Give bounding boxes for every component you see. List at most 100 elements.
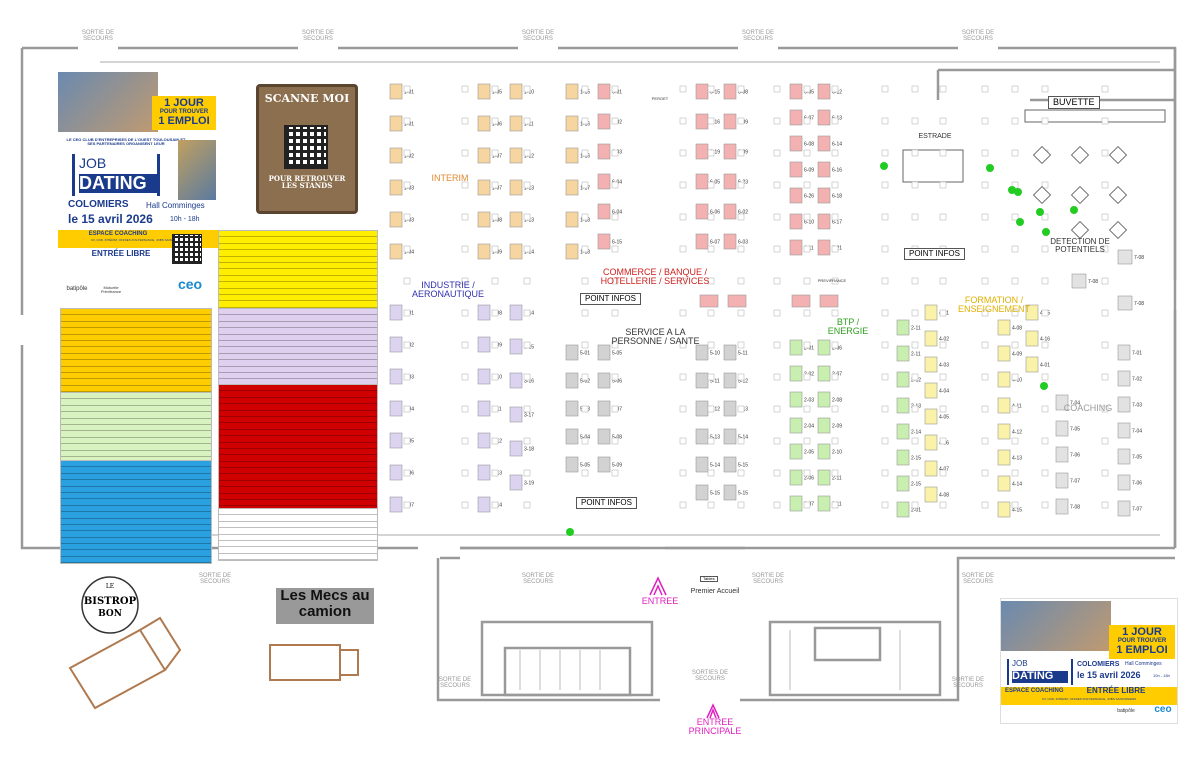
stand-commerce[interactable]: 6-17 [817, 213, 842, 230]
stand-coaching[interactable]: 7-05 [1055, 420, 1080, 437]
stand-box[interactable] [477, 432, 491, 449]
stand-btp[interactable]: 2-06 [789, 469, 814, 486]
stand-box[interactable] [789, 443, 803, 460]
stand-box[interactable] [597, 83, 611, 100]
stand-commerce[interactable]: 6-01 [597, 83, 622, 100]
stand-commerce[interactable] [699, 294, 719, 308]
stand-formation[interactable]: 4-01 [1025, 356, 1050, 373]
stand-box[interactable] [723, 456, 737, 473]
stand-box[interactable] [1117, 448, 1131, 465]
stand-box[interactable] [565, 179, 579, 196]
stand-formation[interactable]: 4-05 [924, 408, 949, 425]
stand-box[interactable] [817, 135, 831, 152]
stand-box[interactable] [723, 233, 737, 250]
stand-box[interactable] [789, 135, 803, 152]
stand-btp[interactable]: 2-06 [817, 339, 842, 356]
stand-industrie[interactable]: 3-18 [509, 440, 534, 457]
stand-industrie[interactable]: 3-16 [509, 372, 534, 389]
stand-service[interactable]: 5-08 [597, 428, 622, 445]
stand-box[interactable] [1025, 304, 1039, 321]
stand-btp[interactable]: 2-02 [789, 365, 814, 382]
stand-box[interactable] [1117, 295, 1133, 311]
stand-box[interactable] [817, 391, 831, 408]
stand-box[interactable] [509, 304, 523, 321]
stand-formation[interactable]: 4-07 [924, 460, 949, 477]
stand-coaching[interactable]: 7-08 [1071, 273, 1098, 289]
stand-box[interactable] [565, 115, 579, 132]
stand-coaching[interactable]: 7-07 [1055, 472, 1080, 489]
stand-box[interactable] [509, 243, 523, 260]
stand-box[interactable] [789, 391, 803, 408]
stand-box[interactable] [924, 356, 938, 373]
stand-interim[interactable]: 1-18 [565, 243, 590, 260]
stand-commerce[interactable]: 6-08 [789, 135, 814, 152]
stand-box[interactable] [695, 428, 709, 445]
stand-box[interactable] [789, 469, 803, 486]
stand-box[interactable] [695, 203, 709, 220]
stand-commerce[interactable]: 6-02 [597, 113, 622, 130]
stand-box[interactable] [565, 456, 579, 473]
stand-box[interactable] [1025, 330, 1039, 347]
stand-box[interactable] [723, 428, 737, 445]
stand-box[interactable] [477, 83, 491, 100]
stand-commerce[interactable]: 6-23 [723, 173, 748, 190]
stand-box[interactable] [924, 408, 938, 425]
stand-btp[interactable]: 2-11 [817, 469, 842, 486]
stand-service[interactable]: 5-15 [723, 456, 748, 473]
stand-service[interactable]: 5-14 [695, 456, 720, 473]
stand-box[interactable] [695, 113, 709, 130]
stand-commerce[interactable]: 6-14 [817, 135, 842, 152]
stand-btp[interactable]: 2-01 [789, 339, 814, 356]
stand-box[interactable] [477, 400, 491, 417]
stand-commerce[interactable]: 6-21 [817, 239, 842, 256]
stand-coaching[interactable]: 7-04 [1117, 422, 1142, 439]
stand-box[interactable] [817, 339, 831, 356]
stand-box[interactable] [819, 294, 839, 308]
stand-box[interactable] [1117, 500, 1131, 517]
stand-box[interactable] [509, 179, 523, 196]
stand-interim[interactable]: 1-13 [509, 211, 534, 228]
stand-box[interactable] [924, 486, 938, 503]
stand-industrie[interactable]: 3-13 [477, 464, 502, 481]
stand-interim[interactable]: 1-08 [477, 211, 502, 228]
stand-industrie[interactable]: 3-14 [477, 496, 502, 513]
stand-box[interactable] [817, 213, 831, 230]
stand-interim[interactable]: 1-03 [389, 179, 414, 196]
stand-formation[interactable]: 4-10 [997, 371, 1022, 388]
stand-service[interactable]: 5-10 [695, 344, 720, 361]
stand-box[interactable] [997, 423, 1011, 440]
stand-box[interactable] [389, 243, 403, 260]
stand-commerce[interactable]: 6-12 [817, 83, 842, 100]
stand-commerce[interactable]: 6-06 [695, 203, 720, 220]
stand-btp[interactable]: 2-11 [896, 345, 921, 362]
stand-box[interactable] [597, 344, 611, 361]
stand-commerce[interactable]: 6-02 [723, 203, 748, 220]
stand-box[interactable] [597, 203, 611, 220]
stand-box[interactable] [817, 161, 831, 178]
stand-box[interactable] [896, 449, 910, 466]
stand-industrie[interactable]: 3-17 [509, 406, 534, 423]
stand-industrie[interactable]: 3-01 [389, 304, 414, 321]
stand-coaching[interactable]: 7-05 [1117, 448, 1142, 465]
stand-service[interactable]: 5-13 [723, 400, 748, 417]
stand-box[interactable] [817, 187, 831, 204]
stand-box[interactable] [695, 344, 709, 361]
stand-box[interactable] [997, 345, 1011, 362]
stand-interim[interactable]: 1-12 [509, 147, 534, 164]
stand-box[interactable] [1117, 344, 1131, 361]
stand-box[interactable] [389, 147, 403, 164]
stand-box[interactable] [389, 115, 403, 132]
stand-box[interactable] [1025, 356, 1039, 373]
stand-formation[interactable]: 4-04 [924, 382, 949, 399]
stand-box[interactable] [924, 304, 938, 321]
stand-commerce[interactable]: 6-03 [597, 143, 622, 160]
stand-service[interactable]: 5-05 [565, 456, 590, 473]
stand-service[interactable]: 5-11 [723, 344, 748, 361]
stand-interim[interactable]: 1-16 [565, 147, 590, 164]
stand-commerce[interactable]: 6-05 [789, 83, 814, 100]
stand-industrie[interactable]: 3-10 [477, 368, 502, 385]
stand-box[interactable] [789, 417, 803, 434]
stand-btp[interactable]: 2-09 [817, 417, 842, 434]
stand-formation[interactable]: 4-13 [997, 449, 1022, 466]
stand-box[interactable] [789, 339, 803, 356]
